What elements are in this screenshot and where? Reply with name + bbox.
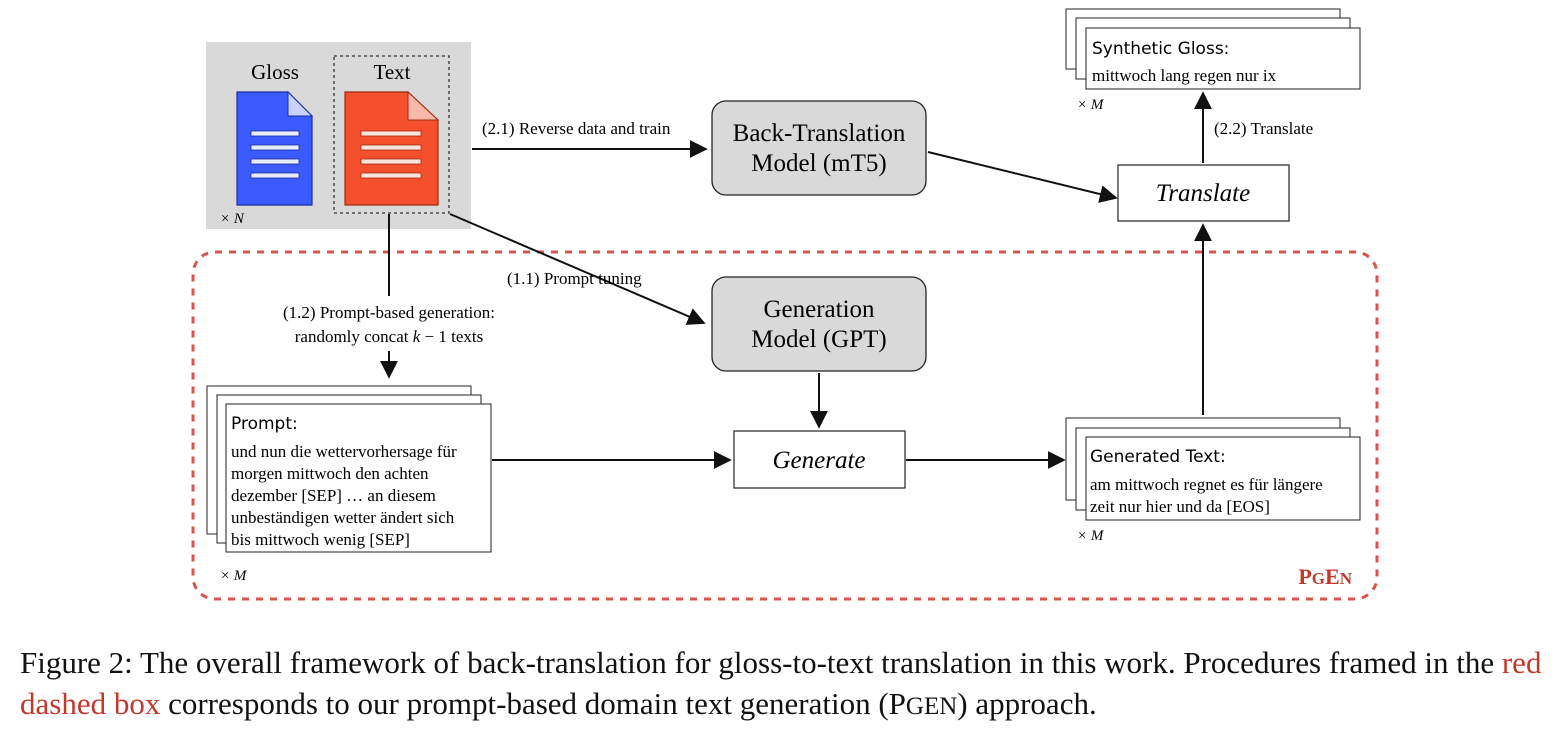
label-prompt-gen-1: (1.2) Prompt-based generation: xyxy=(283,303,495,322)
svg-text:Translate: Translate xyxy=(1156,180,1250,207)
corpus-count: × N xyxy=(220,211,245,227)
prompt-title: Prompt: xyxy=(231,414,298,434)
parallel-corpus: Gloss Text × N xyxy=(206,42,471,229)
generated-text: am mittwoch regnet es für längere zeit nu… xyxy=(1090,475,1323,516)
svg-text:Model (GPT): Model (GPT) xyxy=(751,326,886,353)
gloss-label: Gloss xyxy=(251,60,299,84)
back-translation-model: Back-Translation Model (mT5) xyxy=(711,100,927,196)
prompt-line: unbeständigen wetter ändert sich xyxy=(231,508,455,527)
svg-text:Generate: Generate xyxy=(772,447,865,474)
generation-model: Generation Model (GPT) xyxy=(711,276,927,372)
prompt-text: und nun die wettervorhersage für morgen m… xyxy=(231,442,457,549)
generated-text-stack: Generated Text: am mittwoch regnet es fü… xyxy=(1065,417,1361,544)
generated-line: zeit nur hier und da [EOS] xyxy=(1090,497,1270,516)
synthetic-gloss-stack: Synthetic Gloss: mittwoch lang regen nur… xyxy=(1065,8,1361,113)
figure-caption: Figure 2: The overall framework of back-… xyxy=(20,645,1542,721)
generated-line: am mittwoch regnet es für längere xyxy=(1090,475,1323,494)
synthetic-gloss-text: mittwoch lang regen nur ix xyxy=(1092,66,1277,85)
prompt-line: bis mittwoch wenig [SEP] xyxy=(231,530,410,549)
text-label: Text xyxy=(373,60,410,84)
prompt-count: × M xyxy=(220,568,248,584)
prompt-line: dezember [SEP] … an diesem xyxy=(231,486,436,505)
text-selection-box xyxy=(333,55,450,214)
pgen-label: PGEN xyxy=(1298,564,1352,589)
svg-text:Model (mT5): Model (mT5) xyxy=(751,150,886,177)
prompt-line: morgen mittwoch den achten xyxy=(231,464,429,483)
prompt-stack: Prompt: und nun die wettervorhersage für… xyxy=(206,385,492,584)
generated-text-title: Generated Text: xyxy=(1090,447,1226,467)
generated-count: × M xyxy=(1077,528,1105,544)
prompt-line: und nun die wettervorhersage für xyxy=(231,442,457,461)
synthetic-count: × M xyxy=(1077,97,1105,113)
label-prompt-gen-2: randomly concat k − 1 texts xyxy=(295,327,484,346)
arrow-prompt-tuning xyxy=(449,213,706,325)
synthetic-gloss-title: Synthetic Gloss: xyxy=(1092,39,1229,59)
label-reverse-train: (2.1) Reverse data and train xyxy=(482,119,671,138)
arrow-bt-to-translate xyxy=(927,151,1118,203)
label-translate: (2.2) Translate xyxy=(1214,119,1313,138)
arrows xyxy=(380,91,1212,469)
svg-text:Back-Translation: Back-Translation xyxy=(733,120,906,147)
gloss-document-icon xyxy=(236,90,314,206)
generate-box: Generate xyxy=(733,430,906,489)
text-document-icon xyxy=(344,90,440,206)
svg-text:Generation: Generation xyxy=(763,296,875,323)
translate-box: Translate xyxy=(1117,164,1290,222)
label-prompt-tuning: (1.1) Prompt tuning xyxy=(507,269,642,288)
framework-diagram: PGEN Gloss Text × N Back-Translation Mod xyxy=(191,8,1379,601)
caption-red-highlight: red dashed box xyxy=(20,645,1542,721)
